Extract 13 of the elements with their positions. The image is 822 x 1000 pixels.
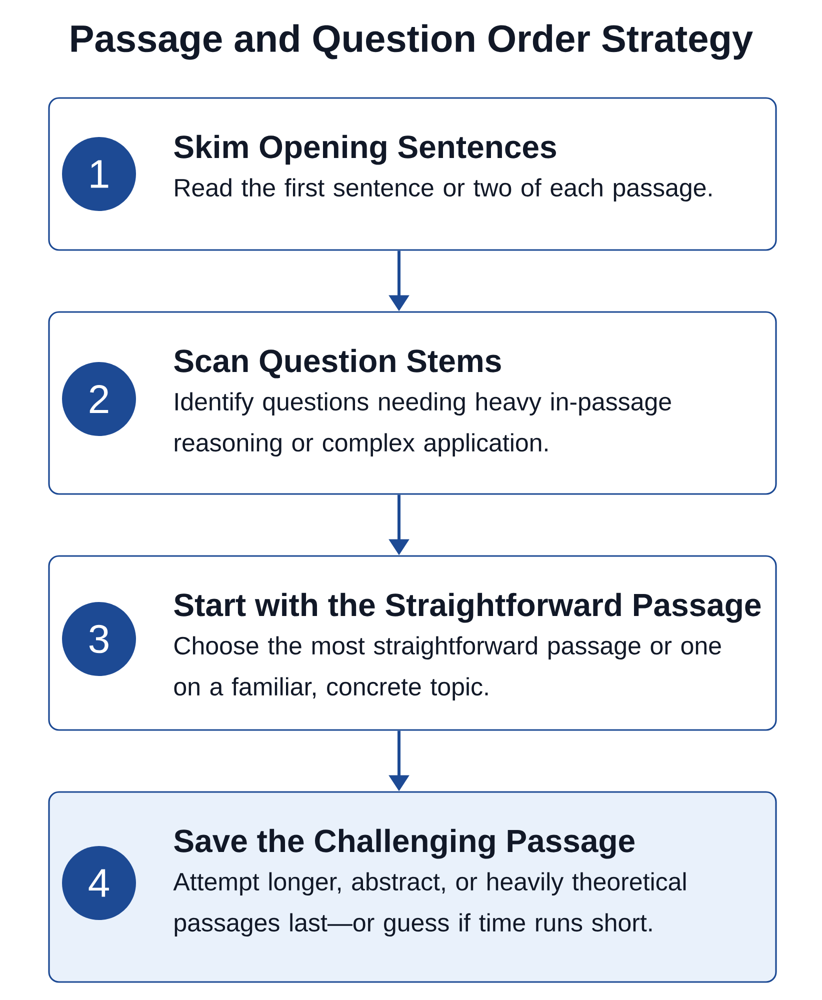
step-heading: Skim Opening Sentences bbox=[174, 134, 556, 165]
step-box bbox=[48, 97, 777, 251]
step-description: Choose the most straightforward passage or one on a familiar, concrete topic. bbox=[174, 636, 721, 701]
step-description: Attempt longer, abstract, or heavily theoretical passages last—or guess if time runs short. bbox=[173, 872, 686, 937]
step-heading: Scan Question Stems bbox=[174, 348, 501, 378]
step-heading: Start with the Straightforward Passage bbox=[174, 592, 761, 623]
step-box bbox=[48, 311, 777, 495]
step-box bbox=[48, 791, 777, 983]
title: Passage and Question Order Strategy bbox=[71, 24, 753, 60]
step-description: Identify questions needing heavy in-passage reasoning or complex application. bbox=[174, 392, 671, 456]
step-description: Read the first sentence or two of each passage. bbox=[175, 178, 712, 202]
step-box bbox=[48, 555, 777, 731]
step-heading: Save the Challenging Passage bbox=[174, 828, 634, 859]
